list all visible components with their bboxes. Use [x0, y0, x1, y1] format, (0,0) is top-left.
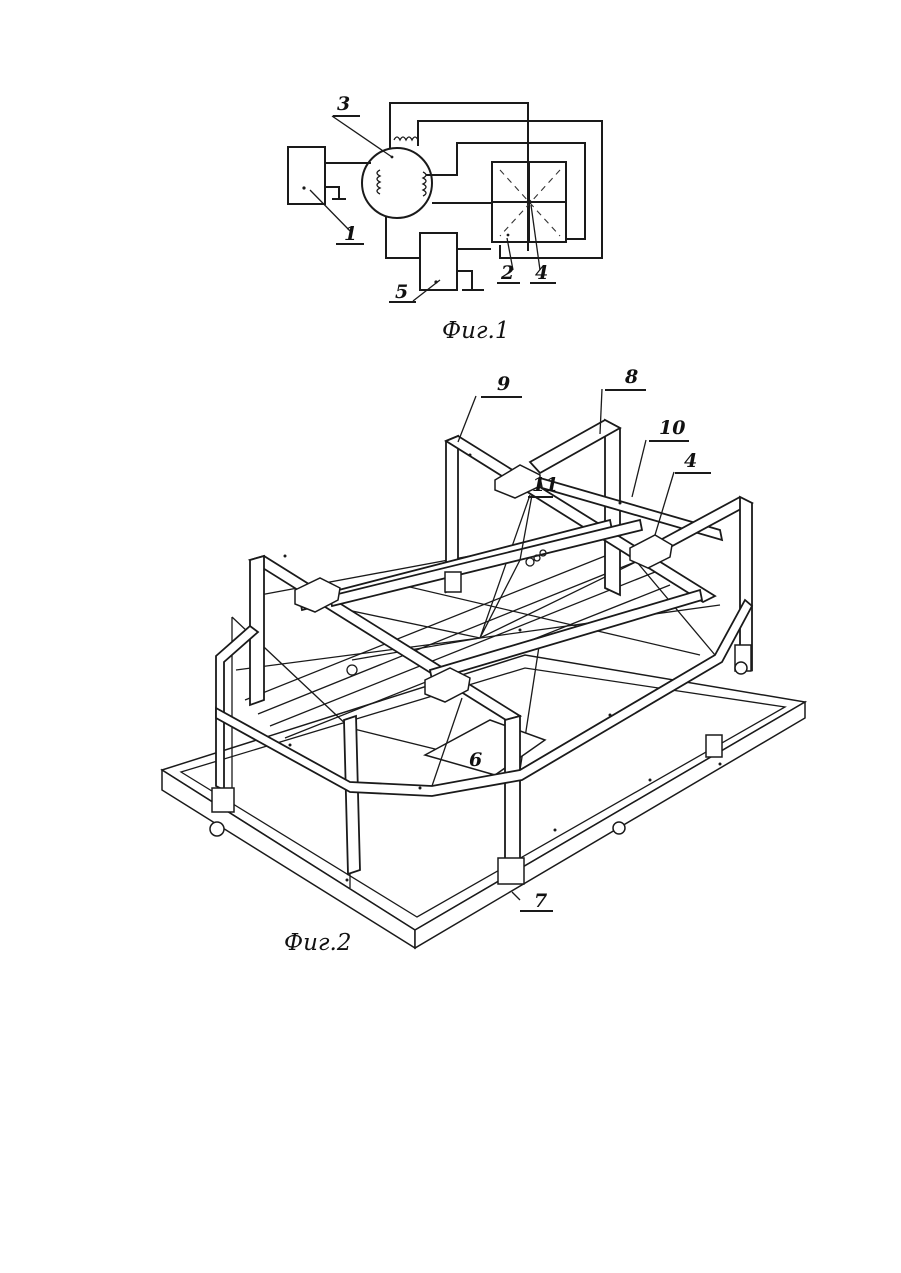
label-4: 4 — [535, 262, 548, 284]
label-11: 11 — [532, 474, 558, 496]
label-4-fig2: 4 — [684, 450, 697, 472]
label-2: 2 — [500, 262, 514, 284]
label-8: 8 — [624, 366, 638, 388]
label-5: 5 — [395, 281, 408, 303]
generator-block — [288, 147, 325, 204]
transformer-circle — [362, 148, 432, 218]
label-3: 3 — [337, 93, 350, 115]
label-7: 7 — [534, 890, 547, 912]
label-1: 1 — [344, 223, 357, 245]
label-10: 10 — [659, 417, 685, 439]
label-6: 6 — [469, 749, 482, 771]
figure-2-caption: Фиг.2 — [284, 930, 351, 956]
figure-1-circuit: 3 1 5 2 4 Фиг.1 — [288, 93, 602, 344]
figure-1-caption: Фиг.1 — [442, 318, 509, 344]
label-9: 9 — [497, 373, 510, 395]
figure-2-frame: 9 8 10 4 11 6 7 Фиг.2 — [162, 366, 805, 956]
